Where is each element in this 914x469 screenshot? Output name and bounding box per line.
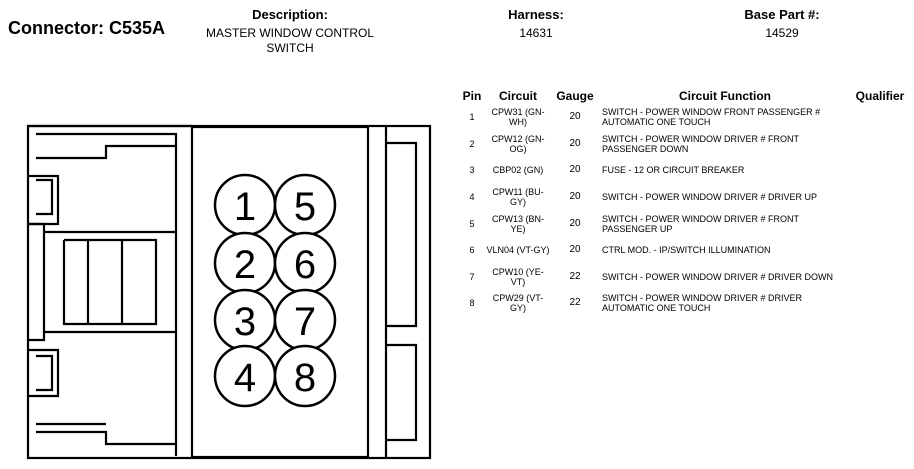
function-cell: FUSE - 12 OR CIRCUIT BREAKER — [602, 165, 745, 176]
column-header-circuit: Circuit — [498, 88, 537, 103]
qualifier-cell — [850, 210, 910, 237]
function-cell: SWITCH - POWER WINDOW DRIVER # DRIVER AU… — [602, 293, 802, 314]
gauge-cell: 20 — [569, 217, 581, 229]
gauge-cell: 20 — [569, 164, 581, 176]
pin-number-labels: 1 2 3 4 5 6 7 8 — [234, 185, 316, 400]
pin-table: Pin Circuit Gauge Circuit Function Quali… — [458, 87, 910, 317]
pin-cell: 7 — [469, 271, 475, 282]
table-row: 1 CPW31 (GN-WH) 20 SWITCH - POWER WINDOW… — [458, 104, 910, 131]
column-header-gauge: Gauge — [556, 88, 594, 103]
qualifier-cell — [850, 104, 910, 131]
gauge-cell: 20 — [569, 137, 581, 149]
table-row: 7 CPW10 (YE-VT) 22 SWITCH - POWER WINDOW… — [458, 264, 910, 291]
table-row: 4 CPW11 (BU-GY) 20 SWITCH - POWER WINDOW… — [458, 184, 910, 211]
pin-cell: 4 — [469, 192, 475, 203]
harness-value: 14631 — [519, 26, 553, 40]
circuit-cell: CPW10 (YE-VT) — [492, 266, 544, 287]
function-cell: SWITCH - POWER WINDOW DRIVER # FRONT PAS… — [602, 213, 799, 234]
table-row: 6 VLN04 (VT-GY) 20 CTRL MOD. - IP/SWITCH… — [458, 237, 910, 264]
pin-cell: 2 — [469, 138, 475, 149]
table-row: 3 CBP02 (GN) 20 FUSE - 12 OR CIRCUIT BRE… — [458, 157, 910, 184]
connector-housing — [26, 124, 432, 460]
circuit-cell: VLN04 (VT-GY) — [486, 245, 550, 256]
circuit-cell: CPW12 (GN-OG) — [491, 133, 545, 154]
table-row: 2 CPW12 (GN-OG) 20 SWITCH - POWER WINDOW… — [458, 131, 910, 158]
qualifier-cell — [850, 237, 910, 264]
qualifier-cell — [850, 184, 910, 211]
circuit-cell: CPW11 (BU-GY) — [492, 187, 544, 208]
gauge-cell: 20 — [569, 111, 581, 123]
function-cell: SWITCH - POWER WINDOW DRIVER # FRONT PAS… — [602, 133, 799, 154]
qualifier-cell — [850, 131, 910, 158]
pin-number-label: 7 — [294, 300, 316, 344]
pin-number-label: 3 — [234, 300, 256, 344]
circuit-cell: CBP02 (GN) — [492, 165, 544, 176]
table-row: 8 CPW29 (VT-GY) 22 SWITCH - POWER WINDOW… — [458, 290, 910, 317]
pin-number-label: 2 — [234, 243, 256, 287]
connector-title: Connector: C535A — [8, 18, 166, 38]
pin-number-label: 1 — [234, 185, 256, 229]
column-header-qualifier: Qualifier — [855, 88, 905, 103]
gauge-cell: 20 — [569, 244, 581, 256]
column-header-circuit-function: Circuit Function — [679, 88, 771, 103]
table-row: 5 CPW13 (BN-YE) 20 SWITCH - POWER WINDOW… — [458, 210, 910, 237]
pin-cell: 5 — [469, 218, 475, 229]
function-cell: CTRL MOD. - IP/SWITCH ILLUMINATION — [602, 245, 771, 256]
qualifier-cell — [850, 290, 910, 317]
base-part-value: 14529 — [765, 26, 799, 40]
circuit-cell: CPW31 (GN-WH) — [491, 107, 545, 128]
table-header-row: Pin Circuit Gauge Circuit Function Quali… — [458, 87, 910, 104]
pin-cell: 3 — [469, 165, 475, 176]
gauge-cell: 20 — [569, 191, 581, 203]
pin-number-label: 4 — [234, 356, 256, 400]
pin-cell: 6 — [469, 245, 475, 256]
pin-cell: 1 — [469, 112, 475, 123]
harness-label: Harness: — [508, 7, 564, 22]
pin-cell: 8 — [469, 298, 475, 309]
base-part-label: Base Part #: — [744, 7, 820, 22]
function-cell: SWITCH - POWER WINDOW DRIVER # DRIVER DO… — [602, 271, 833, 282]
function-cell: SWITCH - POWER WINDOW DRIVER # DRIVER UP — [602, 192, 818, 203]
gauge-cell: 22 — [569, 270, 581, 282]
pin-cavity-8 — [273, 344, 337, 408]
pin-number-label: 6 — [294, 243, 316, 287]
qualifier-cell — [850, 157, 910, 184]
circuit-cell: CPW29 (VT-GY) — [492, 293, 544, 314]
pin-number-label: 5 — [294, 185, 316, 229]
description-label: Description: — [252, 7, 328, 22]
pin-cavities — [213, 173, 337, 408]
qualifier-cell — [850, 264, 910, 291]
description-value: MASTER WINDOW CONTROL SWITCH — [206, 26, 374, 55]
function-cell: SWITCH - POWER WINDOW FRONT PASSENGER # … — [602, 107, 821, 128]
pin-number-label: 8 — [294, 356, 316, 400]
gauge-cell: 22 — [569, 297, 581, 309]
circuit-cell: CPW13 (BN-YE) — [491, 213, 544, 234]
column-header-pin: Pin — [462, 88, 482, 103]
